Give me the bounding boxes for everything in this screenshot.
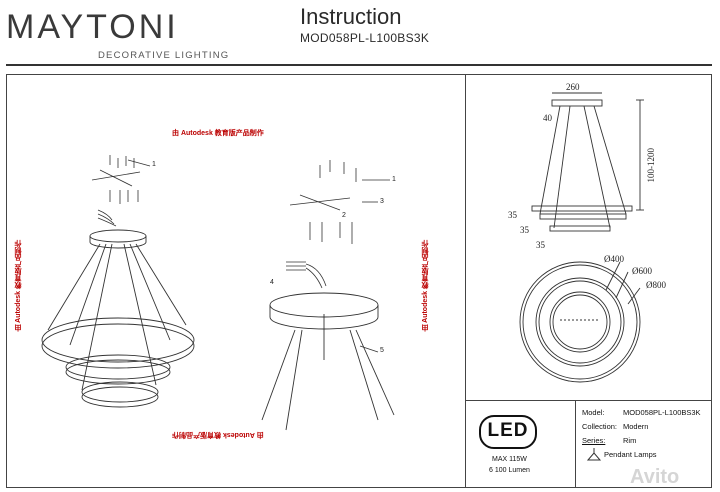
dim-canopy-width: 260 bbox=[566, 82, 580, 92]
dim-diameter-small: Ø400 bbox=[604, 254, 624, 264]
spec-power: MAX 115W bbox=[492, 456, 527, 463]
autodesk-note-top: 由 Autodesk 教育版产品制作 bbox=[172, 130, 264, 137]
spec-collection-value: Modern bbox=[623, 422, 649, 431]
right-canopy-drawing bbox=[261, 292, 395, 431]
part-number-1: 1 bbox=[392, 176, 396, 183]
header-divider bbox=[6, 64, 712, 66]
part-number-5: 5 bbox=[380, 347, 384, 354]
frame-horizontal-divider bbox=[465, 400, 712, 401]
dim-diameter-mid: Ø600 bbox=[632, 266, 652, 276]
spec-series-value: Rim bbox=[623, 436, 637, 445]
dim-ring-height-top: 35 bbox=[508, 210, 517, 220]
spec-collection-label: Collection: bbox=[582, 422, 618, 431]
spec-model-value: MOD058PL-L100BS3K bbox=[623, 408, 701, 417]
dim-ring-height-bottom: 35 bbox=[536, 240, 545, 250]
spec-category: Pendant Lamps bbox=[604, 450, 657, 459]
spec-model-label: Model: bbox=[582, 408, 605, 417]
avito-watermark: Avito bbox=[630, 466, 680, 488]
frame-vertical-divider bbox=[465, 74, 466, 488]
part-number-2: 2 bbox=[342, 212, 346, 219]
model-number: MOD058PL-L100BS3K bbox=[300, 31, 430, 45]
plan-view-drawing bbox=[519, 261, 641, 383]
elevation-drawing bbox=[531, 92, 644, 232]
spec-series-label: Series: bbox=[582, 436, 606, 445]
pendant-lamp-icon bbox=[586, 448, 602, 461]
part-number-4: 4 bbox=[270, 279, 274, 286]
spec-lumen: 6 100 Lumen bbox=[489, 467, 530, 474]
page-title: Instruction bbox=[300, 4, 402, 29]
brand-tagline: DECORATIVE LIGHTING bbox=[98, 50, 230, 61]
led-logo: LED bbox=[478, 414, 538, 450]
drawing-frame bbox=[6, 74, 712, 488]
dim-ring-height-mid: 35 bbox=[520, 225, 529, 235]
part-number-1-left: 1 bbox=[152, 161, 156, 168]
left-hardware-group bbox=[91, 155, 151, 227]
part-number-3: 3 bbox=[380, 198, 384, 205]
dim-suspension-range: 100-1200 bbox=[646, 148, 656, 183]
led-logo-icon bbox=[479, 415, 537, 449]
dim-canopy-height: 40 bbox=[543, 113, 552, 123]
spec-column-divider bbox=[575, 400, 576, 488]
led-logo-text: LED bbox=[487, 420, 529, 441]
right-hardware-group bbox=[286, 160, 390, 289]
brand-logo: MAYTONI bbox=[6, 8, 179, 46]
dim-diameter-large: Ø800 bbox=[646, 280, 666, 290]
left-pendant-drawing bbox=[41, 229, 195, 408]
